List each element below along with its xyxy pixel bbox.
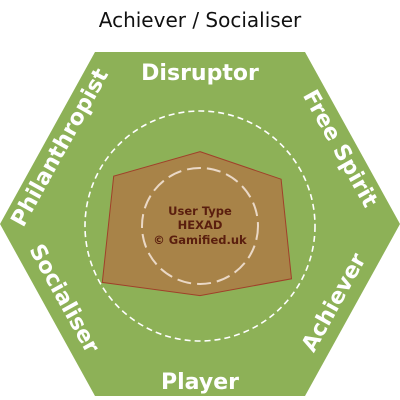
inner-dashed-ring (141, 167, 259, 285)
diagram-title: Achiever / Socialiser (98, 8, 302, 32)
outer-dashed-ring (84, 110, 316, 342)
center-label-user-type: User Type (168, 204, 232, 218)
center-label-copyright: © Gamified.uk (153, 233, 247, 247)
side-label-player: Player (161, 370, 239, 395)
side-label-disruptor: Disruptor (141, 61, 259, 86)
center-label-hexad: HEXAD (178, 218, 223, 232)
